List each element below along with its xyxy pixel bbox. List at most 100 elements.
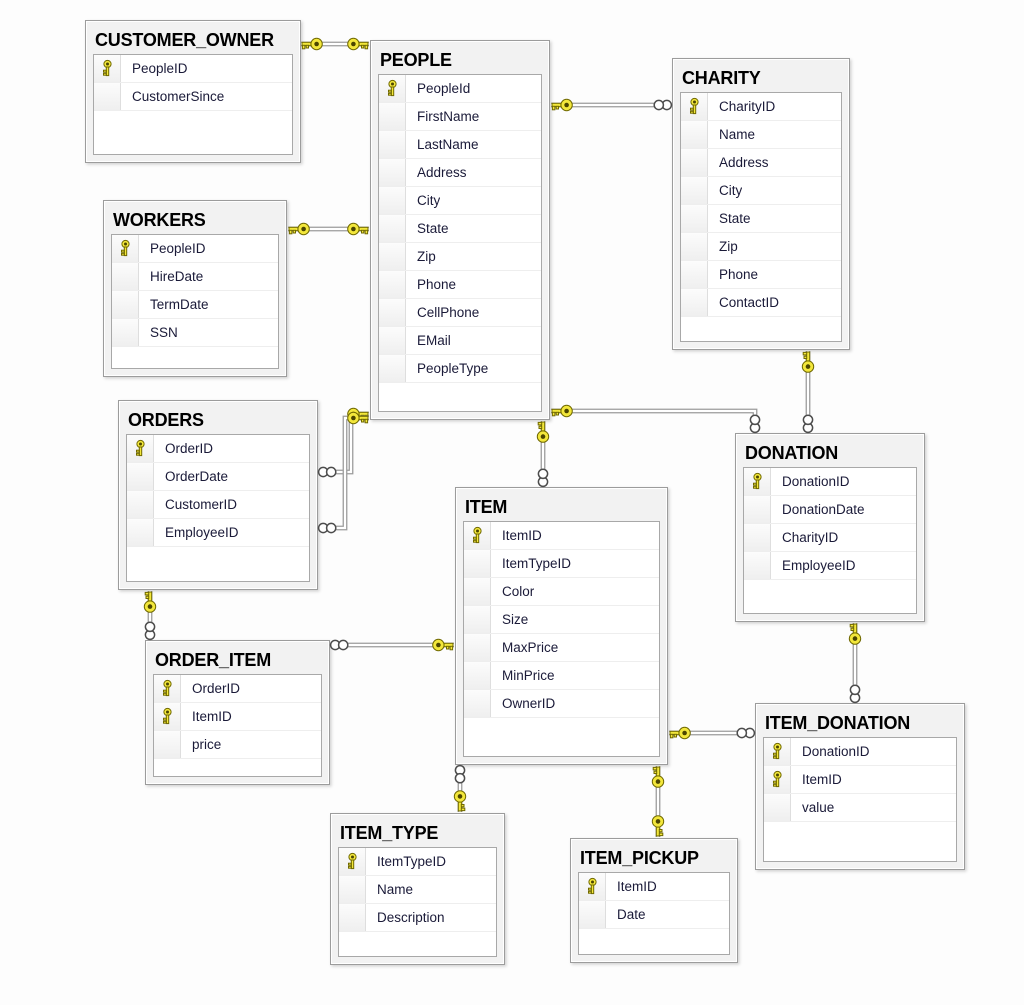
relationship-orders-people[interactable] (317, 407, 369, 478)
one-cardinality-key-icon (848, 623, 862, 645)
table-row[interactable]: ItemTypeID (464, 550, 659, 578)
relationship-orders-order_item[interactable] (143, 591, 157, 641)
relationship-customer_owner-people[interactable] (301, 37, 369, 51)
table-row[interactable]: OrderID (127, 435, 309, 463)
table-row[interactable]: Zip (379, 243, 541, 271)
table-row[interactable]: ContactID (681, 289, 841, 317)
table-row[interactable]: Date (579, 901, 729, 929)
table-row[interactable]: Name (681, 121, 841, 149)
table-row[interactable]: TermDate (112, 291, 278, 319)
table-row[interactable]: value (764, 794, 956, 822)
primary-key-cell (112, 235, 139, 262)
field-name: State (417, 221, 449, 236)
table-row[interactable]: CustomerID (127, 491, 309, 519)
table-row[interactable]: OrderDate (127, 463, 309, 491)
table-row[interactable]: Size (464, 606, 659, 634)
empty-key-cell (464, 662, 491, 689)
table-row[interactable]: Description (339, 904, 496, 932)
table-row[interactable]: Name (339, 876, 496, 904)
table-row[interactable]: DonationID (744, 468, 916, 496)
table-row[interactable]: PeopleType (379, 355, 541, 383)
table-row[interactable]: SSN (112, 319, 278, 347)
table-row[interactable]: State (379, 215, 541, 243)
relationship-workers-people[interactable] (288, 222, 369, 236)
relationship-item-item_type[interactable] (453, 764, 467, 812)
table-row[interactable]: Address (681, 149, 841, 177)
relationship-item-item_donation[interactable] (669, 726, 756, 740)
empty-key-cell (112, 263, 139, 290)
table-row[interactable]: OwnerID (464, 690, 659, 718)
field-name: value (802, 800, 835, 815)
one-cardinality-key-icon (453, 790, 467, 812)
relationship-people-charity[interactable] (551, 98, 673, 112)
table-row[interactable]: EmployeeID (744, 552, 916, 580)
table-row[interactable]: CellPhone (379, 299, 541, 327)
table-row[interactable]: MinPrice (464, 662, 659, 690)
table-row[interactable]: CharityID (744, 524, 916, 552)
table-row[interactable]: Zip (681, 233, 841, 261)
table-row[interactable]: DonationDate (744, 496, 916, 524)
table-row[interactable]: PeopleID (112, 235, 278, 263)
table-row[interactable]: price (154, 731, 321, 759)
table-title: CUSTOMER_OWNER (95, 30, 274, 50)
table-row[interactable]: CustomerSince (94, 83, 292, 111)
relationship-donation-item_donation[interactable] (848, 623, 862, 704)
table-row[interactable]: ItemTypeID (339, 848, 496, 876)
relationship-people-donation[interactable] (551, 404, 761, 434)
empty-key-cell (339, 904, 366, 931)
field-name: OrderID (192, 681, 241, 696)
many-cardinality-infinity-icon (749, 414, 761, 434)
table-row[interactable]: MaxPrice (464, 634, 659, 662)
table-row[interactable]: Color (464, 578, 659, 606)
table-row[interactable]: ItemID (464, 522, 659, 550)
one-cardinality-key-icon (143, 591, 157, 613)
many-cardinality-infinity-icon (329, 639, 349, 651)
table-row[interactable]: ItemID (764, 766, 956, 794)
relationship-charity-donation[interactable] (801, 351, 815, 434)
table-row[interactable]: Address (379, 159, 541, 187)
table-row[interactable]: FirstName (379, 103, 541, 131)
one-cardinality-key-icon (347, 222, 369, 236)
table-row[interactable]: CharityID (681, 93, 841, 121)
table-row[interactable]: ItemID (154, 703, 321, 731)
table-row[interactable]: PeopleID (94, 55, 292, 83)
relationship-item-item_pickup[interactable] (651, 766, 665, 837)
field-name: Size (502, 612, 529, 627)
table-row[interactable]: EMail (379, 327, 541, 355)
table-row[interactable]: DonationID (764, 738, 956, 766)
field-name: FirstName (417, 109, 480, 124)
table-row[interactable]: ItemID (579, 873, 729, 901)
table-row[interactable]: Phone (379, 271, 541, 299)
table-row[interactable]: HireDate (112, 263, 278, 291)
field-name: Color (502, 584, 535, 599)
table-row[interactable]: EmployeeID (127, 519, 309, 547)
relationship-orders-people[interactable] (317, 411, 369, 534)
table-row[interactable]: OrderID (154, 675, 321, 703)
field-name: Address (417, 165, 467, 180)
empty-key-cell (94, 83, 121, 110)
primary-key-icon (120, 239, 130, 257)
relationship-order_item-item[interactable] (329, 638, 454, 652)
table-row[interactable]: LastName (379, 131, 541, 159)
relationship-people-item[interactable] (536, 421, 550, 488)
table-row[interactable]: Phone (681, 261, 841, 289)
table-row[interactable]: State (681, 205, 841, 233)
primary-key-cell (154, 703, 181, 730)
field-name: PeopleID (150, 241, 206, 256)
empty-key-cell (464, 606, 491, 633)
table-row[interactable]: City (681, 177, 841, 205)
table-row[interactable]: PeopleId (379, 75, 541, 103)
table-row[interactable]: City (379, 187, 541, 215)
